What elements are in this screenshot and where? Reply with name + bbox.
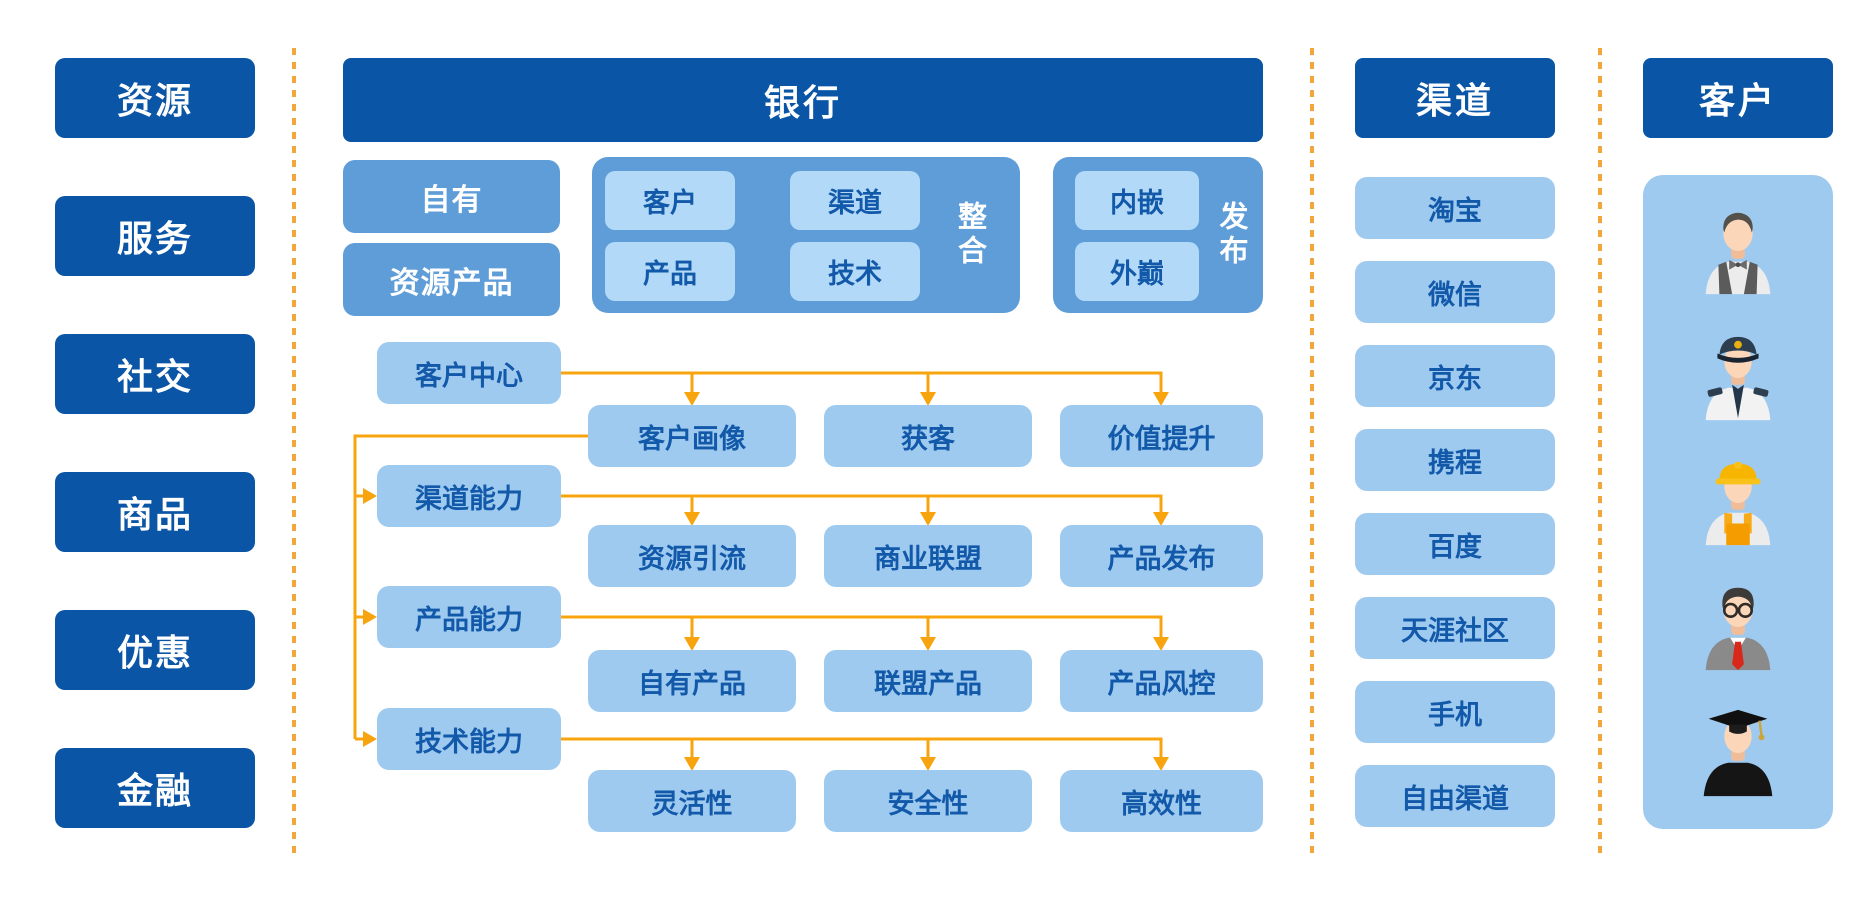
cell-embedded: 内嵌 [1075,171,1199,230]
cell-external: 外巅 [1075,242,1199,301]
dashed-separator-left [292,48,296,860]
own-box: 自有 [343,160,560,233]
cell-channel: 渠道 [790,171,920,230]
channel-item-baidu: 百度 [1355,513,1555,575]
customers-panel [1643,175,1833,829]
flow-box-alliance-products: 联盟产品 [824,650,1032,712]
level-box-product-capability: 产品能力 [377,586,561,648]
channel-item-jd: 京东 [1355,345,1555,407]
channels-column: 淘宝 微信 京东 携程 百度 天涯社区 手机 自由渠道 [1355,177,1555,827]
level-box-channel-capability: 渠道能力 [377,465,561,527]
pill-goods: 商品 [55,472,255,552]
connector-left-trunk [353,434,588,747]
bank-header: 银行 [343,58,1263,142]
resource-product-box: 资源产品 [343,243,560,316]
channel-item-ctrip: 携程 [1355,429,1555,491]
level-box-customer-center: 客户中心 [377,342,561,404]
pill-resources: 资源 [55,58,255,138]
integration-label: 整合 [953,201,986,269]
flow-box-flexibility: 灵活性 [588,770,796,832]
connector-row-2 [561,494,1169,526]
flow-box-value-uplift: 价值提升 [1060,405,1263,467]
flow-box-efficiency: 高效性 [1060,770,1263,832]
integration-group: 客户 渠道 产品 技术 整合 [592,157,1020,313]
flow-box-product-release: 产品发布 [1060,525,1263,587]
cell-product: 产品 [605,242,735,301]
flow-box-acquisition: 获客 [824,405,1032,467]
connector-row-3 [561,615,1169,651]
channels-header: 渠道 [1355,58,1555,138]
level-box-tech-capability: 技术能力 [377,708,561,770]
flow-box-business-alliance: 商业联盟 [824,525,1032,587]
dashed-separator-right [1598,48,1602,860]
flow-box-resource-diversion: 资源引流 [588,525,796,587]
left-resource-column: 资源 服务 社交 商品 优惠 金融 [55,58,255,828]
publish-group: 内嵌 外巅 发布 [1053,157,1263,313]
flow-box-security: 安全性 [824,770,1032,832]
dashed-separator-middle [1310,48,1314,860]
channel-item-free-channel: 自由渠道 [1355,765,1555,827]
pill-social: 社交 [55,334,255,414]
flow-box-own-products: 自有产品 [588,650,796,712]
customers-header: 客户 [1643,58,1833,138]
publish-label: 发布 [1215,201,1247,269]
channel-item-taobao: 淘宝 [1355,177,1555,239]
pill-services: 服务 [55,196,255,276]
pilot-avatar-icon [1705,336,1771,420]
waiter-avatar-icon [1705,213,1771,295]
channel-item-wechat: 微信 [1355,261,1555,323]
worker-avatar-icon [1705,461,1771,546]
channel-item-mobile: 手机 [1355,681,1555,743]
flow-box-product-risk: 产品风控 [1060,650,1263,712]
businessman-avatar-icon [1705,588,1771,671]
cell-customer: 客户 [605,171,735,230]
connector-row-1 [561,371,1169,406]
graduate-avatar-icon [1703,709,1773,796]
connector-row-4 [561,737,1169,771]
flow-box-customer-profile: 客户画像 [588,405,796,467]
channel-item-tianya: 天涯社区 [1355,597,1555,659]
cell-technology: 技术 [790,242,920,301]
pill-finance: 金融 [55,748,255,828]
pill-discounts: 优惠 [55,610,255,690]
